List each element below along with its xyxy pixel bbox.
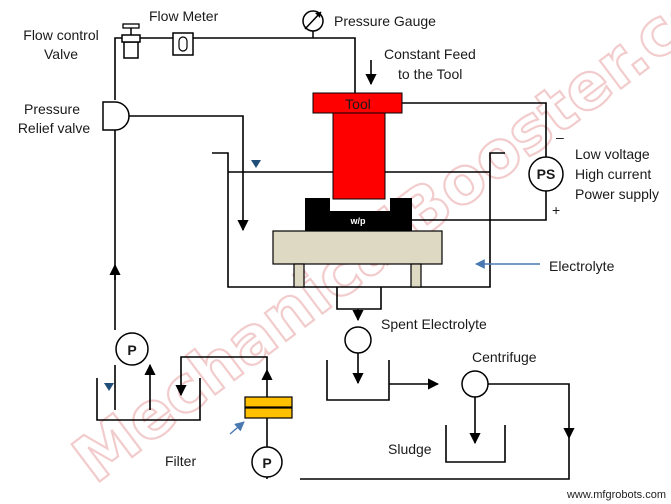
filter-element-bottom [244, 407, 293, 419]
pump-1-label: P [127, 342, 136, 358]
power-supply-label-1: Low voltage [575, 146, 650, 162]
supply-line [109, 37, 356, 410]
flow-meter-icon [172, 32, 194, 56]
footer-credit: www.mfgrobots.com [566, 489, 666, 501]
filter-pointer [229, 421, 245, 435]
pump-2-label: P [262, 455, 271, 471]
filter-label: Filter [165, 453, 196, 469]
centrifuge-icon [461, 370, 489, 398]
negative-terminal-label: – [556, 129, 564, 145]
drain-outlet [336, 287, 382, 310]
ps-negative-wire [402, 102, 547, 157]
fixture-leg-left [293, 263, 305, 288]
spent-electrolyte-valve-icon [344, 326, 372, 354]
positive-terminal-label: + [552, 202, 560, 218]
supply-tank [96, 378, 201, 421]
fixture-leg-right [410, 263, 422, 288]
flow-control-valve-icon [121, 23, 141, 59]
pressure-gauge-label: Pressure Gauge [334, 13, 436, 29]
flow-control-valve-label-2: Valve [44, 46, 78, 62]
filter-element-top [244, 396, 293, 408]
tool-label: Tool [345, 96, 371, 112]
electrolyte-label: Electrolyte [549, 258, 615, 274]
ps-positive-wire [412, 190, 547, 221]
spent-electrolyte-label: Spent Electrolyte [381, 316, 487, 332]
sludge-tank [445, 425, 506, 463]
filter-to-tank-line [175, 356, 268, 397]
flow-meter-label: Flow Meter [149, 8, 219, 24]
supply-level-marker [104, 383, 114, 391]
relief-line [129, 115, 249, 232]
pressure-relief-label-2: Relief valve [18, 120, 91, 136]
pressure-relief-label-1: Pressure [24, 101, 80, 117]
power-supply-icon [528, 156, 564, 192]
constant-feed-label-2: to the Tool [398, 66, 462, 82]
centrifuge-outlet-line [488, 383, 575, 440]
return-line [300, 438, 570, 480]
centrifuge-label: Centrifuge [472, 349, 537, 365]
power-supply-symbol: PS [537, 166, 556, 182]
power-supply-label-2: High current [575, 166, 651, 182]
pressure-relief-valve-icon [102, 101, 130, 131]
pressure-gauge-icon [302, 10, 324, 38]
constant-feed-label-1: Constant Feed [384, 46, 476, 62]
pump-1-icon [115, 332, 149, 366]
power-supply-label-3: Power supply [575, 186, 659, 202]
sludge-label: Sludge [388, 441, 432, 457]
flow-control-valve-label-1: Flow control [23, 27, 98, 43]
spent-electrolyte-tank [326, 360, 390, 401]
fixture-table [272, 230, 443, 265]
workpiece [305, 198, 412, 231]
tool-body [332, 112, 386, 200]
workpiece-label: w/p [350, 216, 367, 226]
